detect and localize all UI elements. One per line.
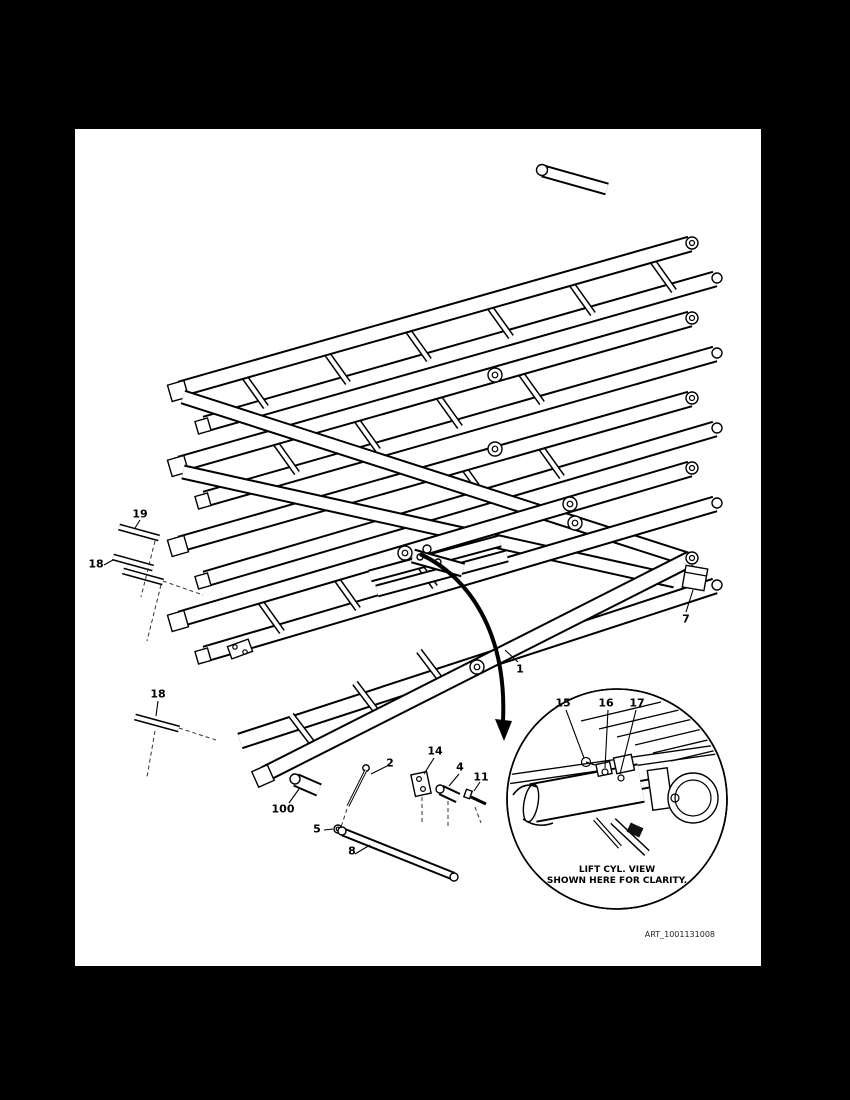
part-14-bracket <box>410 770 432 825</box>
arm-pair-1 <box>166 235 723 435</box>
callout-100: 100 <box>271 802 295 816</box>
lift-cyl-detail-contents <box>509 701 725 856</box>
art-number: ART_1001131008 <box>644 930 715 939</box>
lift-cyl-detail-circle <box>506 688 728 910</box>
part-8-rod <box>337 826 459 882</box>
callout-1: 1 <box>516 662 524 676</box>
detail-caption-line1: LIFT CYL. VIEW <box>578 865 656 875</box>
callout-11: 11 <box>473 770 489 784</box>
scissor-arms-exploded-drawing <box>103 163 728 910</box>
leader-lines <box>103 519 694 855</box>
callout-18-lower: 18 <box>150 687 166 701</box>
callout-5: 5 <box>313 822 321 836</box>
callout-8: 8 <box>348 844 356 858</box>
callout-4: 4 <box>456 760 464 774</box>
detail-view-caption: LIFT CYL. VIEW SHOWN HERE FOR CLARITY. <box>537 865 697 887</box>
callout-19: 19 <box>132 507 148 521</box>
wear-pads-upper <box>112 523 204 642</box>
callout-18-upper: 18 <box>88 557 104 571</box>
callout-15: 15 <box>555 696 571 710</box>
detail-pointer-arrow <box>419 552 512 741</box>
part-2-pin <box>340 764 370 828</box>
part-100-spacer <box>289 773 322 797</box>
callout-17: 17 <box>629 696 645 710</box>
callout-16: 16 <box>598 696 614 710</box>
callout-14: 14 <box>427 744 443 758</box>
top-tube <box>535 163 609 196</box>
pivot-bosses <box>397 367 583 675</box>
arm-pair-4 <box>166 460 723 665</box>
callout-2: 2 <box>386 756 394 770</box>
arm-pair-2 <box>166 310 723 510</box>
callout-7: 7 <box>682 612 690 626</box>
parts-diagram-page: 19 18 18 7 1 15 16 17 14 2 4 11 100 5 8 … <box>75 129 761 966</box>
left-bracket-plate <box>226 638 254 660</box>
wear-pad-lower <box>134 713 220 778</box>
part-11-bolt <box>462 788 487 824</box>
part-4-cylinder <box>435 784 461 827</box>
part-7-block <box>681 564 709 592</box>
detail-caption-line2: SHOWN HERE FOR CLARITY. <box>546 876 688 886</box>
